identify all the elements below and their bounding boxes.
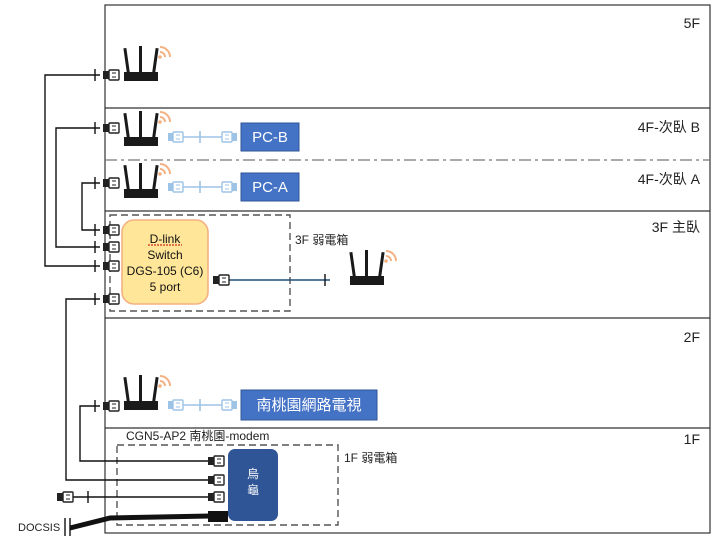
modem-name-bottom: 龜 (247, 483, 259, 497)
floor-label-5f: 5F (684, 15, 700, 31)
wall-plug-4f-a (102, 177, 120, 189)
switch-brand: D-link (150, 232, 182, 246)
cabinet-1f-label: 1F 弱電箱 (344, 450, 397, 465)
modem-box (228, 449, 278, 521)
floor-label-3f: 3F 主臥 (652, 219, 700, 235)
modem-plug-3 (207, 491, 225, 503)
modem-plug-2 (207, 474, 225, 486)
backbone-cables (44, 74, 330, 498)
lan-cable-pc-b (167, 131, 238, 143)
cabinet-3f (109, 214, 291, 312)
iptv-label: 南桃園網路電視 (256, 397, 361, 414)
modem-plug-1 (207, 455, 225, 467)
router-5f-icon (122, 45, 171, 82)
floor-label-4f-b: 4F-次臥 B (638, 119, 700, 135)
wall-plug-3f-3 (102, 260, 120, 272)
lan-cable-iptv (167, 399, 238, 411)
floor-label-4f-a: 4F-次臥 A (638, 171, 701, 187)
wall-plug-3f-1 (102, 224, 120, 236)
wall-plug-1f (56, 491, 74, 503)
pc-a-box (240, 172, 300, 202)
wall-ticks (87, 69, 326, 503)
lan-cable-pc-a (167, 181, 238, 193)
router-3f-icon (348, 249, 397, 286)
dlink-switch (121, 219, 209, 305)
router-4f-a-icon (122, 162, 171, 199)
floor-label-2f: 2F (684, 329, 700, 345)
pc-b-label: PC-B (252, 129, 288, 146)
switch-ports: 5 port (150, 280, 181, 294)
switch-model: DGS-105 (C6) (127, 264, 204, 278)
modem-label: CGN5-AP2 南桃園-modem (126, 428, 269, 443)
building-frame (104, 4, 711, 534)
iptv-box (240, 389, 378, 421)
wall-plug-3f-2 (102, 241, 120, 253)
modem-name-top: 烏 (247, 467, 259, 481)
router-4f-b-icon (122, 110, 171, 147)
switch-out-plug (212, 274, 230, 286)
docsis-label: DOCSIS (18, 522, 60, 534)
wall-plug-5f (102, 69, 120, 81)
cabinet-3f-label: 3F 弱電箱 (295, 232, 348, 247)
pc-a-label: PC-A (252, 179, 288, 196)
switch-type: Switch (147, 248, 182, 262)
wall-plug-4f-b (102, 122, 120, 134)
docsis-coax (64, 511, 228, 536)
cabinet-1f (116, 444, 339, 526)
pc-b-box (240, 122, 300, 152)
wall-plug-3f-4 (102, 293, 120, 305)
router-2f-icon (122, 374, 171, 411)
floor-label-1f: 1F (684, 431, 700, 447)
wall-plug-2f (102, 400, 120, 412)
